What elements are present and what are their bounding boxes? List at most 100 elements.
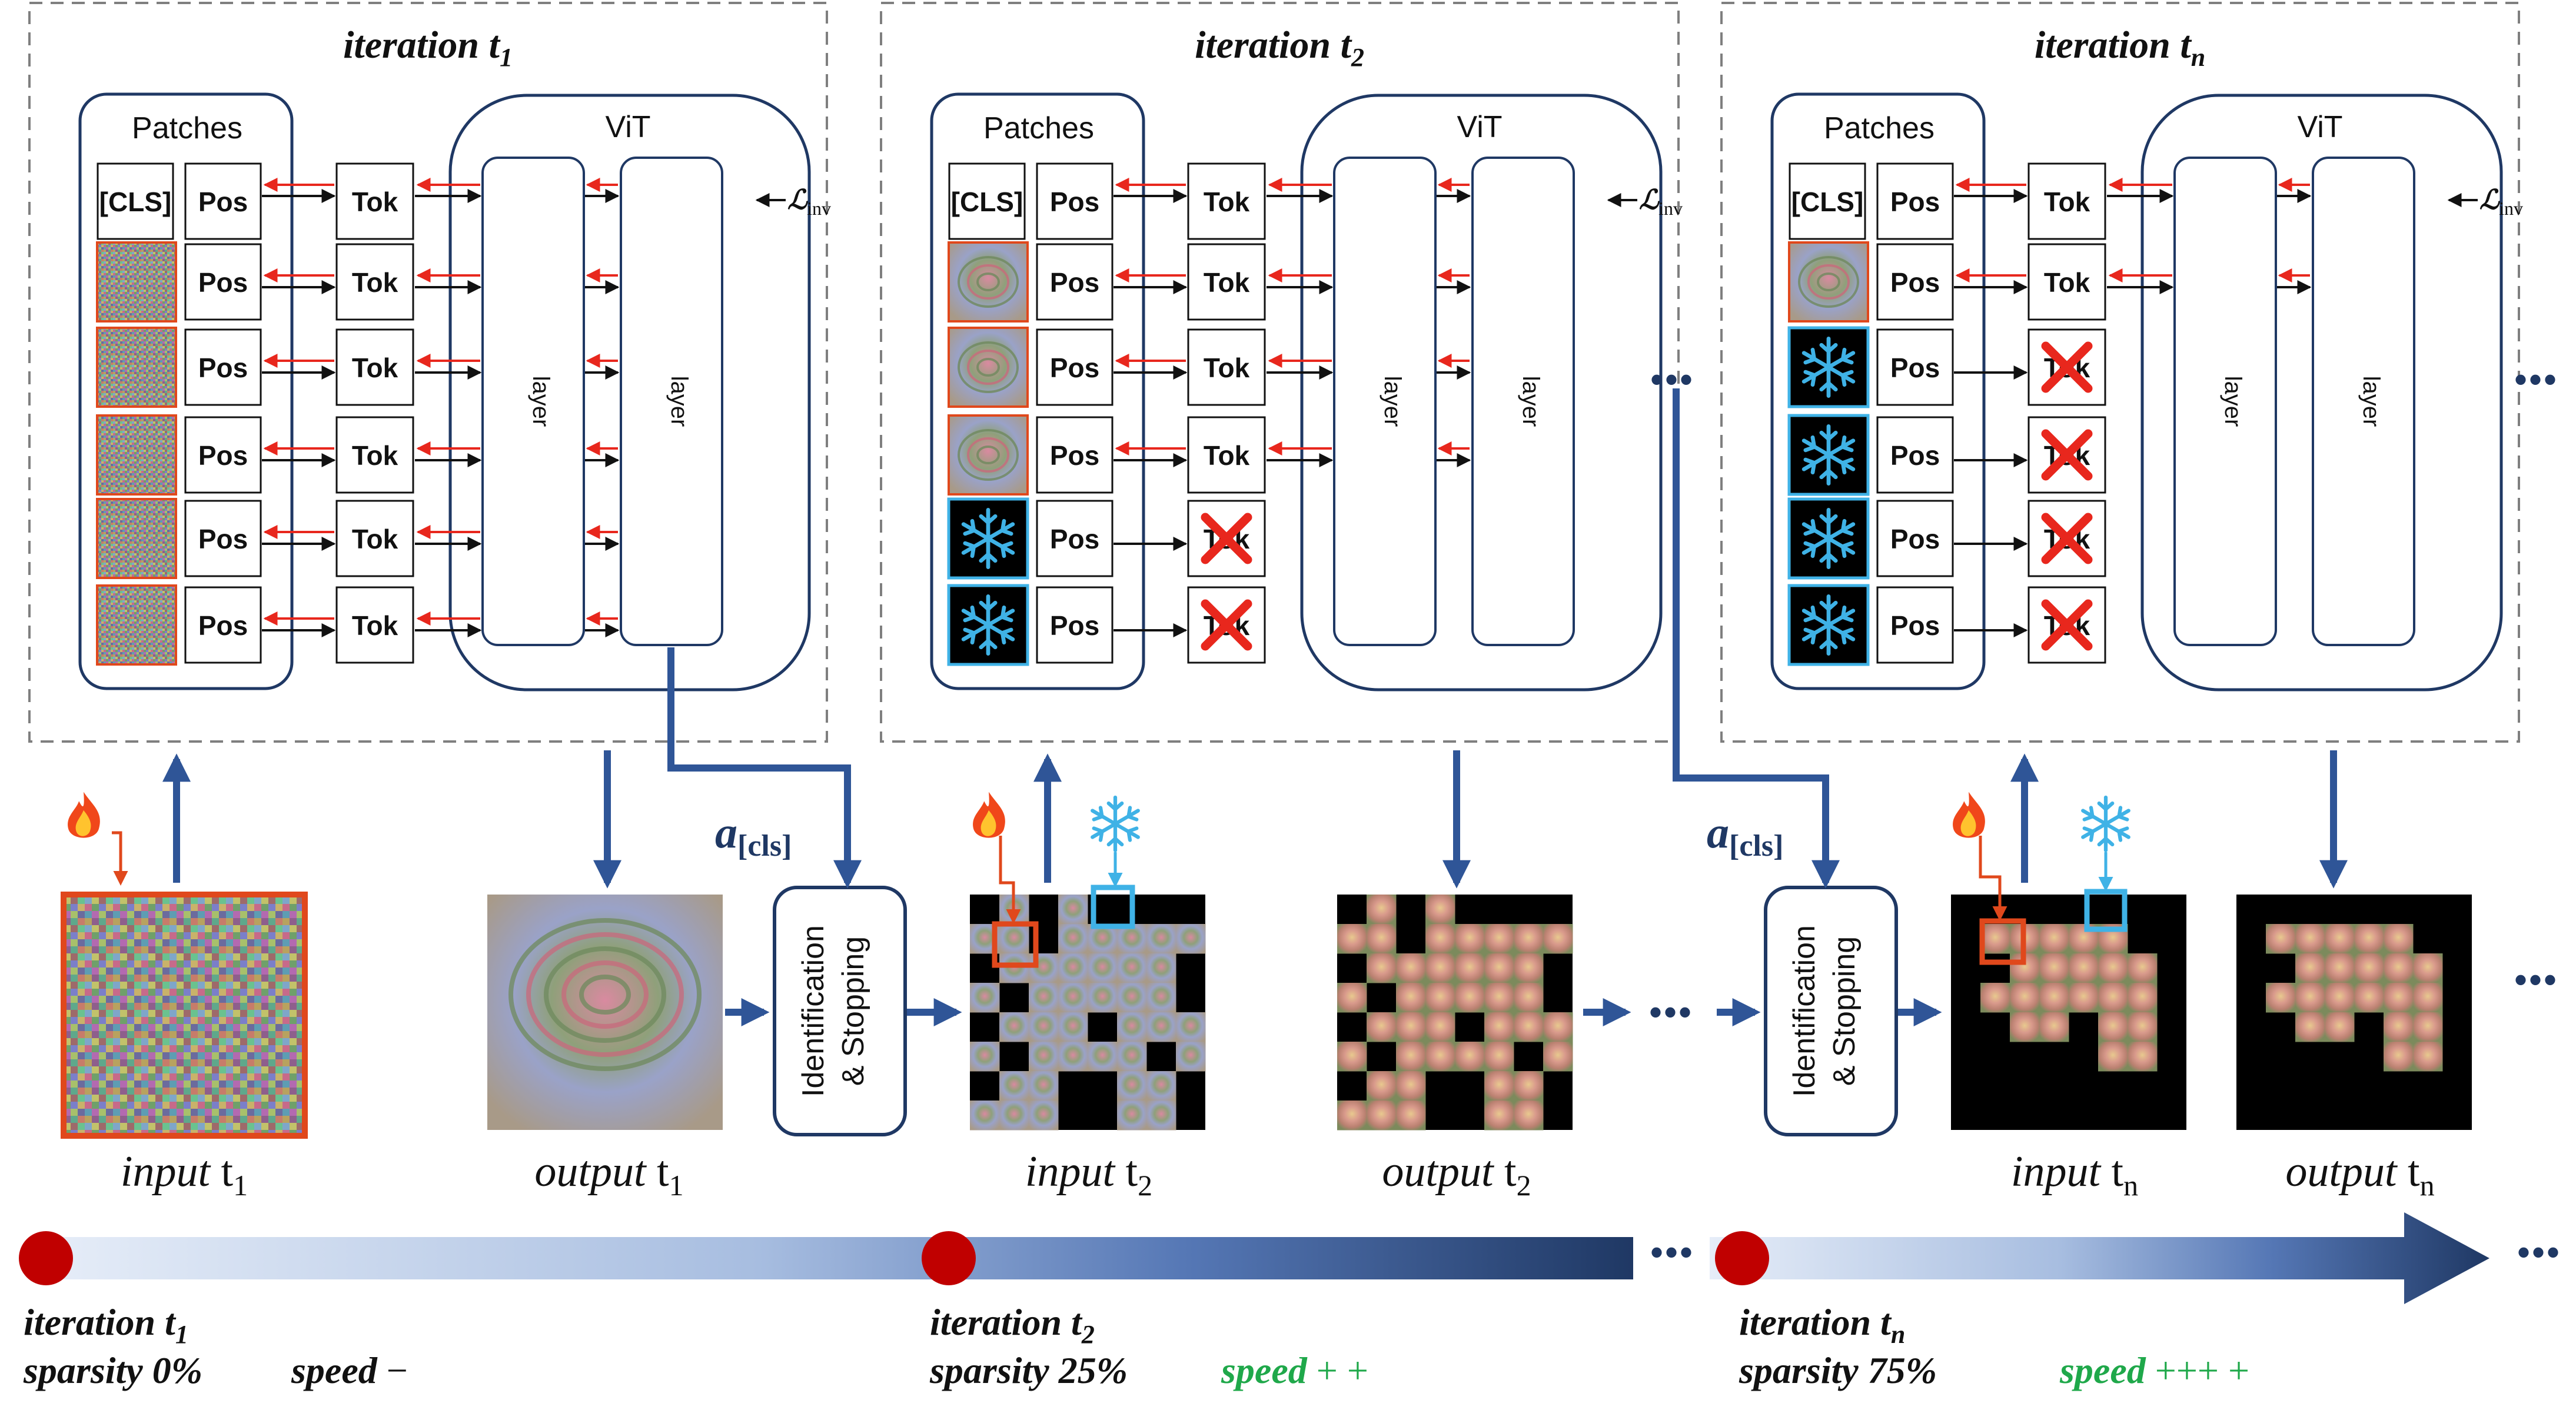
identification-label-line1: Identification [1787,925,1822,1097]
timeline-speed-label: speed +++ + [2059,1349,2249,1391]
loss-label: ℒinv [1639,185,1683,219]
output-t2-image-visible-patch [1484,1012,1514,1042]
snowflake-icon [2083,797,2129,850]
sparsity-value: 0% [152,1349,202,1391]
loss-subscript: inv [807,198,831,219]
patch-pos-box [1036,586,1114,664]
input_t2-caption-t: t [1126,1148,1138,1196]
noise-patch [96,498,177,579]
patch-tok-box [335,243,414,321]
vit-layer-label: layer [666,376,692,427]
ellipsis-middle-row: ••• [1649,992,1693,1032]
rose-swirl [1798,256,1859,308]
patch-pos-label: Pos [1890,610,1940,641]
patch-pos-label: Pos [1890,267,1940,298]
output_t1-caption: output t1 [534,1148,683,1202]
input-t2-image-visible-patch [1146,1012,1176,1042]
output-tn-image [2236,895,2472,1130]
input-tn-image-visible-patch [2039,953,2069,983]
vit-layer-label: layer [1518,376,1544,427]
cls-pos-label: Pos [198,187,248,217]
cls-tok-box [335,162,414,240]
patches-title: Patches [1824,111,1935,145]
rose-swirl [967,350,1009,385]
output-t2-image-visible-patch [1543,1012,1573,1042]
input-t2-image-visible-patch [970,1101,1000,1131]
identification-label-line2: & Stopping [836,936,870,1086]
input-tn-image-visible-patch [1980,924,2010,954]
input-t2-image-visible-patch [999,1012,1029,1042]
rose-swirl [526,932,684,1057]
output-t2-image-visible-patch [1543,924,1573,954]
patch-tok-box [1187,416,1266,494]
patch-pos-label: Pos [198,440,248,471]
patch-tok-label: Tok [352,353,398,383]
input-tn-image [1951,895,2186,1130]
output-tn-image-visible-patch [2354,924,2384,954]
timeline-arrow [1710,1212,2489,1304]
timeline-iteration-word: iteration t [1739,1301,1892,1343]
input_tn-caption-subscript: n [2123,1169,2138,1202]
input-tn-image-visible-patch [2010,1012,2040,1042]
rose-swirl [967,264,1009,300]
cancel-cross-icon [1201,513,1252,564]
output-t2-image-visible-patch [1484,1101,1514,1131]
vit-layer-2 [620,157,723,646]
output-t2-image-visible-patch [1455,953,1485,983]
input-t2-image-visible-patch [1117,1042,1147,1072]
identification-label-line1: Identification [796,925,830,1097]
output-tn-image-visible-patch [2295,924,2325,954]
patch-tok-label: Tok [1204,267,1250,298]
output-tn-image-visible-patch [2266,983,2296,1013]
cls-token-box [1789,162,1866,240]
patch-pos-box [1876,243,1954,321]
cancel-cross-icon [2041,341,2093,393]
input-t2-image-visible-patch [1176,1042,1206,1072]
output_t2-caption-t: t [1504,1148,1517,1196]
input-tn-image-visible-patch [2069,983,2099,1013]
timeline-marker-3 [1715,1231,1769,1285]
ellipsis-timeline: ••• [1650,1232,1694,1272]
patch-tok-box [1187,328,1266,406]
noise-patch [96,584,177,666]
sparsity-word: sparsity [23,1349,152,1391]
vit-layer-label: layer [2220,376,2246,427]
input-t2-image-visible-patch [1176,1012,1206,1042]
input-t2-image-visible-patch [1117,1012,1147,1042]
input-tn-image-visible-patch [2039,983,2069,1013]
input-t1-image [61,892,308,1139]
cls-tok-label: Tok [1204,187,1250,217]
output-tn-image-visible-patch [2354,953,2384,983]
vit-layer-label: layer [528,376,554,427]
input-t2-image-visible-patch [999,953,1029,983]
output-t2-image-visible-patch [1543,1042,1573,1072]
fire-icon [68,792,100,838]
input-t2-image-visible-patch [1176,924,1206,954]
output-tn-image-visible-patch [2325,924,2355,954]
rose-patch [948,414,1029,496]
patch-tok-label: Tok [1204,440,1250,471]
fire-arrow [1979,836,2007,921]
speed-sign: + + [1317,1349,1368,1391]
output-tn-image-visible-patch [2413,953,2443,983]
rose-swirl [958,429,1019,481]
cancel-cross-icon [2041,513,2093,564]
output-t2-image-visible-patch [1514,1071,1544,1101]
patch-pos-label: Pos [1890,440,1940,471]
timeline-iteration-label: iteration t2 [930,1301,1095,1349]
input-tn-image-visible-patch [2098,983,2128,1013]
input-t2-image-visible-patch [1117,983,1147,1013]
timeline-iteration-subscript: 1 [175,1320,188,1349]
output_tn-caption-t: t [2408,1148,2420,1196]
output-t2-image-visible-patch [1425,924,1455,954]
rose-swirl [976,358,1000,377]
acls-to-identification-arrow [1673,388,1840,889]
cls-token-box [97,162,174,240]
input_t1-caption-subscript: 1 [233,1169,248,1202]
patches-title: Patches [983,111,1094,145]
timeline-iteration-label: iteration t1 [24,1301,188,1349]
